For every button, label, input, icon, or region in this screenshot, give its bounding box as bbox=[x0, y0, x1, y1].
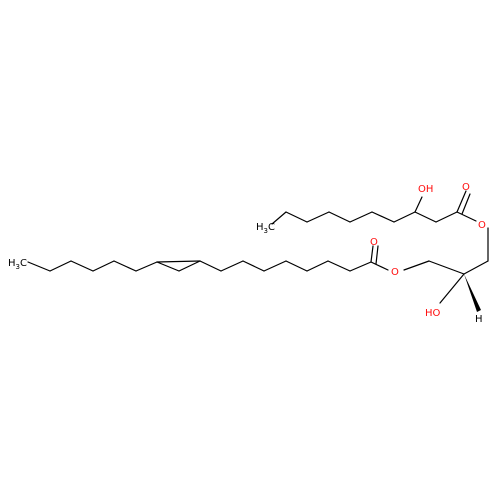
bond bbox=[113, 260, 137, 272]
glycerol-backbone bbox=[403, 260, 489, 312]
bond bbox=[271, 211, 287, 225]
bond bbox=[439, 273, 465, 304]
bond bbox=[49, 260, 72, 272]
bond bbox=[263, 260, 287, 272]
bond bbox=[403, 260, 430, 271]
bond bbox=[370, 261, 389, 271]
lower-chain bbox=[27, 245, 389, 272]
bond bbox=[375, 245, 379, 265]
methyl-label-top: H3C bbox=[256, 222, 275, 235]
c-text: C bbox=[268, 222, 275, 233]
subscript: 3 bbox=[264, 227, 268, 235]
bond bbox=[327, 260, 351, 272]
bond bbox=[27, 261, 51, 272]
bond bbox=[393, 211, 416, 223]
ester-oxygen-mid: O bbox=[391, 267, 399, 278]
h-text: H bbox=[8, 258, 16, 269]
bond bbox=[461, 193, 471, 215]
bond bbox=[435, 211, 458, 223]
bond bbox=[70, 260, 94, 272]
bond bbox=[414, 211, 437, 223]
subscript: 3 bbox=[16, 263, 20, 271]
methyl-label-left: H3C bbox=[8, 258, 27, 271]
h-label: H bbox=[475, 314, 483, 325]
bond bbox=[371, 211, 395, 223]
bond bbox=[349, 261, 372, 272]
carbonyl-oxygen-top: O bbox=[462, 182, 470, 193]
oh-top-label: OH bbox=[418, 184, 433, 195]
bond bbox=[156, 261, 180, 272]
bond bbox=[156, 260, 201, 263]
bond bbox=[92, 260, 115, 272]
bond bbox=[456, 211, 477, 222]
bond bbox=[220, 260, 244, 272]
bond bbox=[456, 190, 467, 213]
bond bbox=[414, 196, 423, 213]
bond bbox=[370, 245, 374, 263]
ho-label: HO bbox=[425, 308, 441, 319]
bond bbox=[328, 211, 351, 223]
bond bbox=[306, 260, 329, 272]
upper-chain bbox=[271, 190, 489, 262]
carbonyl-oxygen-mid: O bbox=[370, 237, 378, 248]
bond bbox=[242, 260, 265, 272]
bond bbox=[306, 211, 330, 223]
bond bbox=[463, 260, 489, 275]
wedge-bond bbox=[464, 274, 481, 312]
c-text: C bbox=[20, 258, 27, 269]
bond bbox=[285, 211, 308, 223]
bond bbox=[178, 260, 201, 272]
bond bbox=[428, 260, 465, 275]
bond bbox=[285, 260, 308, 272]
ester-oxygen-top: O bbox=[478, 220, 486, 231]
bond bbox=[199, 260, 222, 272]
atom-labels: OH O O H3C H3C O O HO H bbox=[8, 182, 486, 325]
bond bbox=[135, 261, 158, 272]
bond bbox=[349, 211, 373, 223]
h-text: H bbox=[256, 222, 264, 233]
